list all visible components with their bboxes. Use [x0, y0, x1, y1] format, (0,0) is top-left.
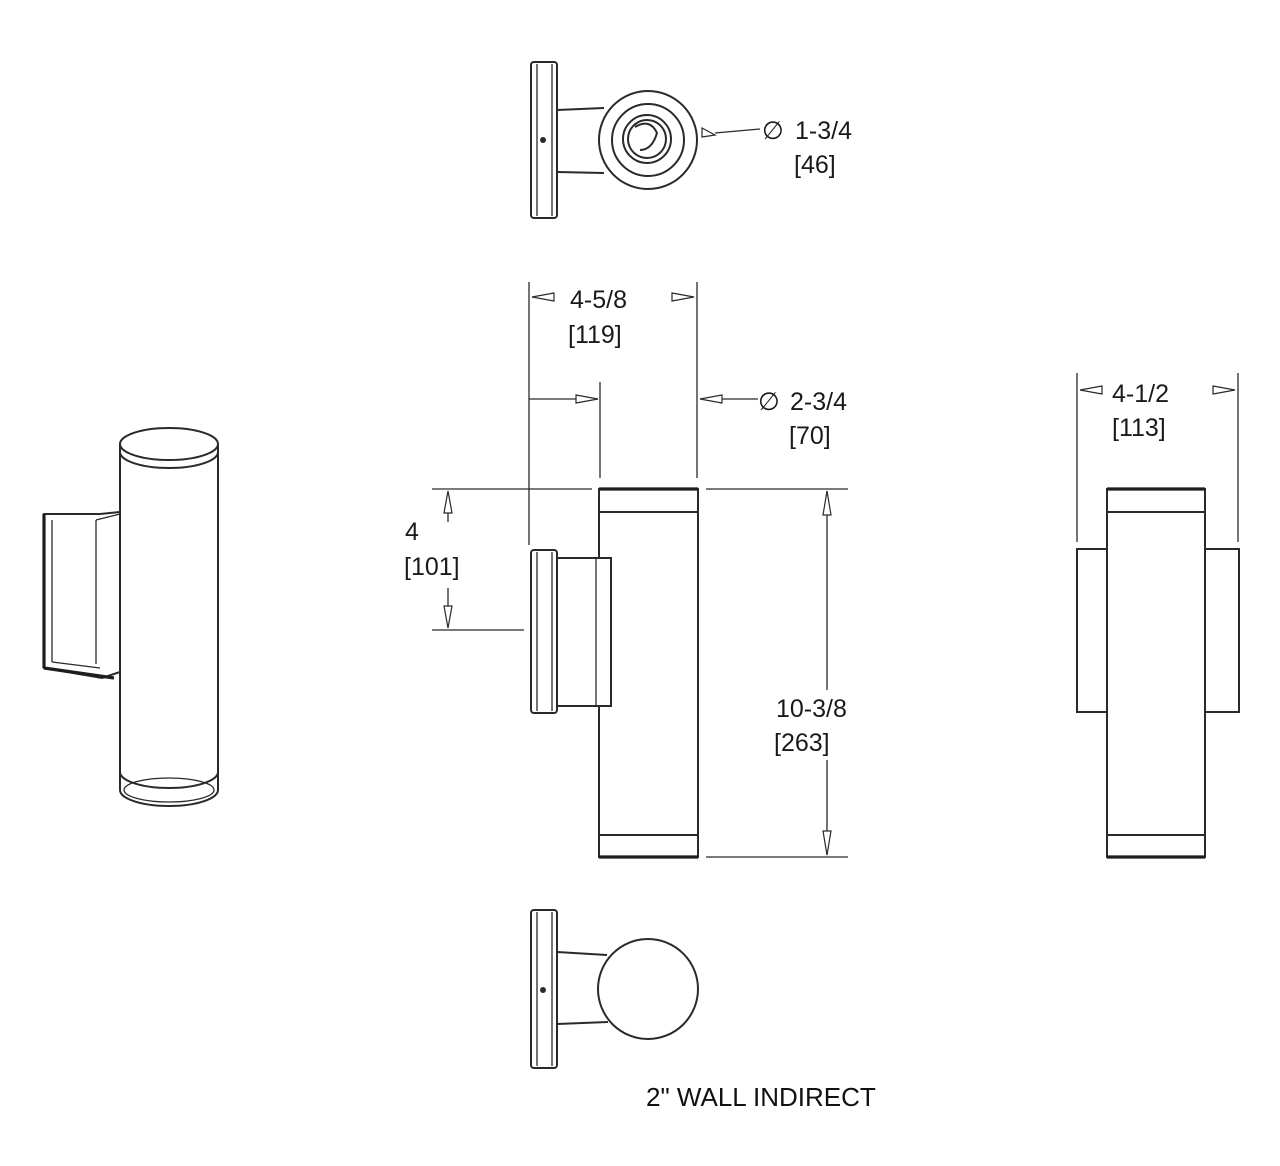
top-view-diameter-label: 1-3/4 — [795, 117, 852, 145]
top-view-screw-dot — [540, 137, 546, 143]
height-metric: [263] — [774, 729, 830, 757]
mount-offset-dimension — [432, 488, 592, 631]
top-view-arm — [556, 107, 605, 174]
top-view-diameter-metric: [46] — [794, 151, 836, 179]
back-width-label: 4-1/2 — [1112, 380, 1169, 408]
isometric-cylinder-top — [119, 427, 219, 461]
projection-metric: [119] — [568, 321, 622, 349]
mount-offset-label: 4 — [405, 518, 419, 546]
diameter-symbol-side: ∅ — [758, 388, 780, 416]
mount-offset-metric: [101] — [404, 553, 460, 581]
drawing-caption: 2" WALL INDIRECT — [646, 1082, 876, 1112]
top-view-leader-arrow — [701, 126, 717, 138]
isometric-bracket — [43, 510, 121, 680]
top-view-lens-swirl — [634, 122, 659, 151]
projection-label: 4-5/8 — [570, 286, 627, 314]
back-width-metric: [113] — [1112, 414, 1166, 442]
top-view — [530, 61, 761, 219]
cylinder-diameter-metric: [70] — [789, 422, 831, 450]
isometric-cylinder — [119, 444, 219, 807]
back-width-dimension — [1076, 373, 1239, 542]
projection-dimension — [528, 282, 698, 545]
bottom-view-head — [597, 938, 699, 1040]
bottom-view — [530, 909, 699, 1069]
side-view — [530, 487, 699, 859]
side-view-cylinder — [598, 488, 699, 858]
back-view-cylinder — [1106, 488, 1206, 858]
cylinder-diameter-label: 2-3/4 — [790, 388, 847, 416]
bottom-view-arm — [556, 951, 609, 1025]
back-view — [1076, 487, 1240, 859]
isometric-view — [42, 427, 219, 807]
top-view-outer-ring — [598, 90, 698, 190]
side-view-wall-plate — [530, 549, 558, 714]
cylinder-diameter-dimension — [529, 382, 758, 478]
height-label: 10-3/8 — [776, 695, 847, 723]
height-dimension — [706, 488, 848, 858]
diameter-symbol-top: ∅ — [762, 117, 784, 145]
side-view-arm — [556, 557, 612, 707]
